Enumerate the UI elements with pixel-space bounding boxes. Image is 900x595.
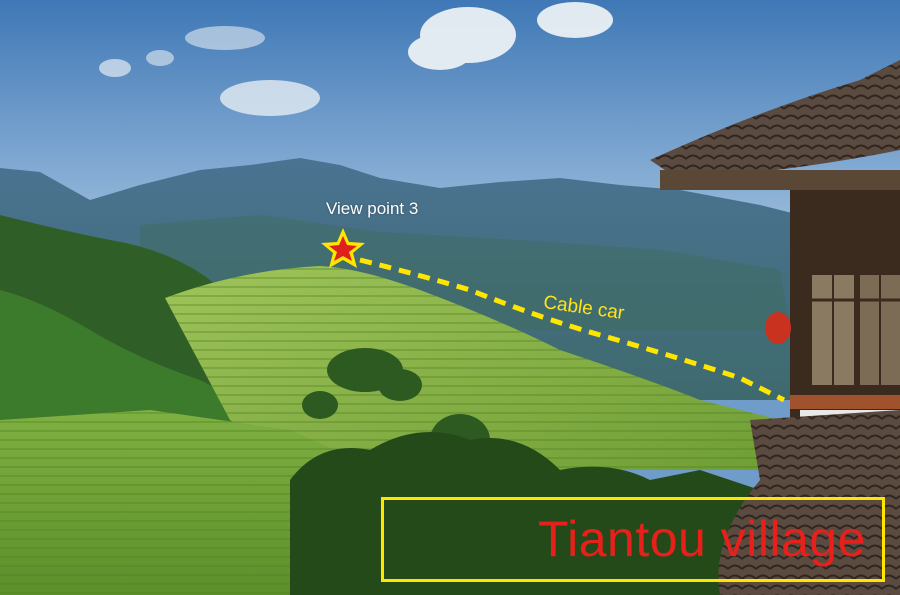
village-label: Tiantou village <box>537 511 866 567</box>
foreground-forest <box>290 432 780 595</box>
star-icon <box>321 228 365 268</box>
cable-car-route-line <box>359 257 786 403</box>
viewpoint-label: View point 3 <box>326 199 419 218</box>
clouds <box>99 2 613 116</box>
village-highlight-box: Tiantou village <box>381 497 885 582</box>
wooden-house <box>650 60 900 595</box>
